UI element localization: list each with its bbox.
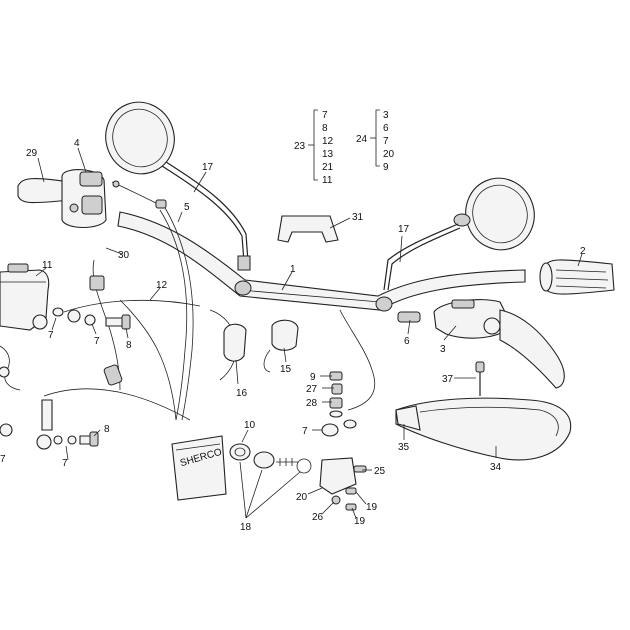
group-23: 23 7 8 12 13 21 11 (294, 109, 334, 186)
callout-7: 7 (302, 426, 308, 437)
group-24-item: 7 (383, 136, 389, 147)
repair-kit-pouch: SHERCO (171, 435, 227, 501)
callout-30: 30 (118, 250, 130, 261)
callout-11: 11 (42, 260, 53, 271)
callout-19: 19 (354, 516, 366, 527)
callout-7: 7 (48, 330, 54, 341)
callout-29: 29 (26, 148, 38, 159)
callout-17: 17 (398, 224, 410, 235)
callout-20: 20 (296, 492, 308, 503)
right-mirror (375, 177, 535, 312)
group-24-label: 24 (356, 134, 368, 145)
callout-6: 6 (404, 336, 410, 347)
callout-37: 37 (442, 374, 454, 385)
group-24-item: 9 (383, 162, 389, 173)
callout-7: 7 (94, 336, 100, 347)
callout-31: 31 (352, 212, 364, 223)
callout-1: 1 (290, 264, 296, 275)
callout-4: 4 (74, 138, 80, 149)
left-grip (17, 169, 107, 229)
group-23-item: 21 (322, 162, 334, 173)
callout-7: 7 (0, 454, 6, 465)
callout-7: 7 (62, 458, 68, 469)
callout-35: 35 (398, 442, 410, 453)
group-23-label: 23 (294, 141, 306, 152)
handguard (395, 397, 572, 461)
callout-16: 16 (236, 388, 248, 399)
fittings (0, 215, 565, 511)
group-24-item: 20 (383, 149, 395, 160)
right-grip (539, 259, 615, 295)
callout-28: 28 (306, 398, 318, 409)
callout-10: 10 (244, 420, 256, 431)
group-24-item: 6 (383, 123, 389, 134)
callout-19: 19 (366, 502, 378, 513)
callout-3: 3 (440, 344, 446, 355)
callout-15: 15 (280, 364, 292, 375)
group-23-item: 13 (322, 149, 334, 160)
group-23-item: 11 (322, 175, 333, 186)
callout-9: 9 (310, 372, 316, 383)
left-mirror (105, 101, 252, 296)
callout-17: 17 (202, 162, 214, 173)
callout-34: 34 (490, 462, 502, 473)
group-24: 24 3 6 7 20 9 (356, 109, 395, 173)
group-23-item: 7 (322, 110, 328, 121)
group-23-item: 12 (322, 136, 334, 147)
callout-8: 8 (104, 424, 110, 435)
callout-25: 25 (374, 466, 386, 477)
callout-labels: 1 2 3 4 5 6 7 7 7 7 7 8 8 9 10 11 12 15 … (0, 138, 586, 533)
callout-18: 18 (240, 522, 252, 533)
callout-27: 27 (306, 384, 318, 395)
callout-2: 2 (580, 246, 586, 257)
group-24-item: 3 (383, 110, 389, 121)
handlebar (117, 211, 526, 311)
callout-12: 12 (156, 280, 168, 291)
leader-lines (35, 147, 583, 519)
callout-26: 26 (312, 512, 324, 523)
group-23-item: 8 (322, 123, 328, 134)
callout-8: 8 (126, 340, 132, 351)
callout-5: 5 (184, 202, 190, 213)
clutch-master-cylinder (0, 263, 50, 331)
